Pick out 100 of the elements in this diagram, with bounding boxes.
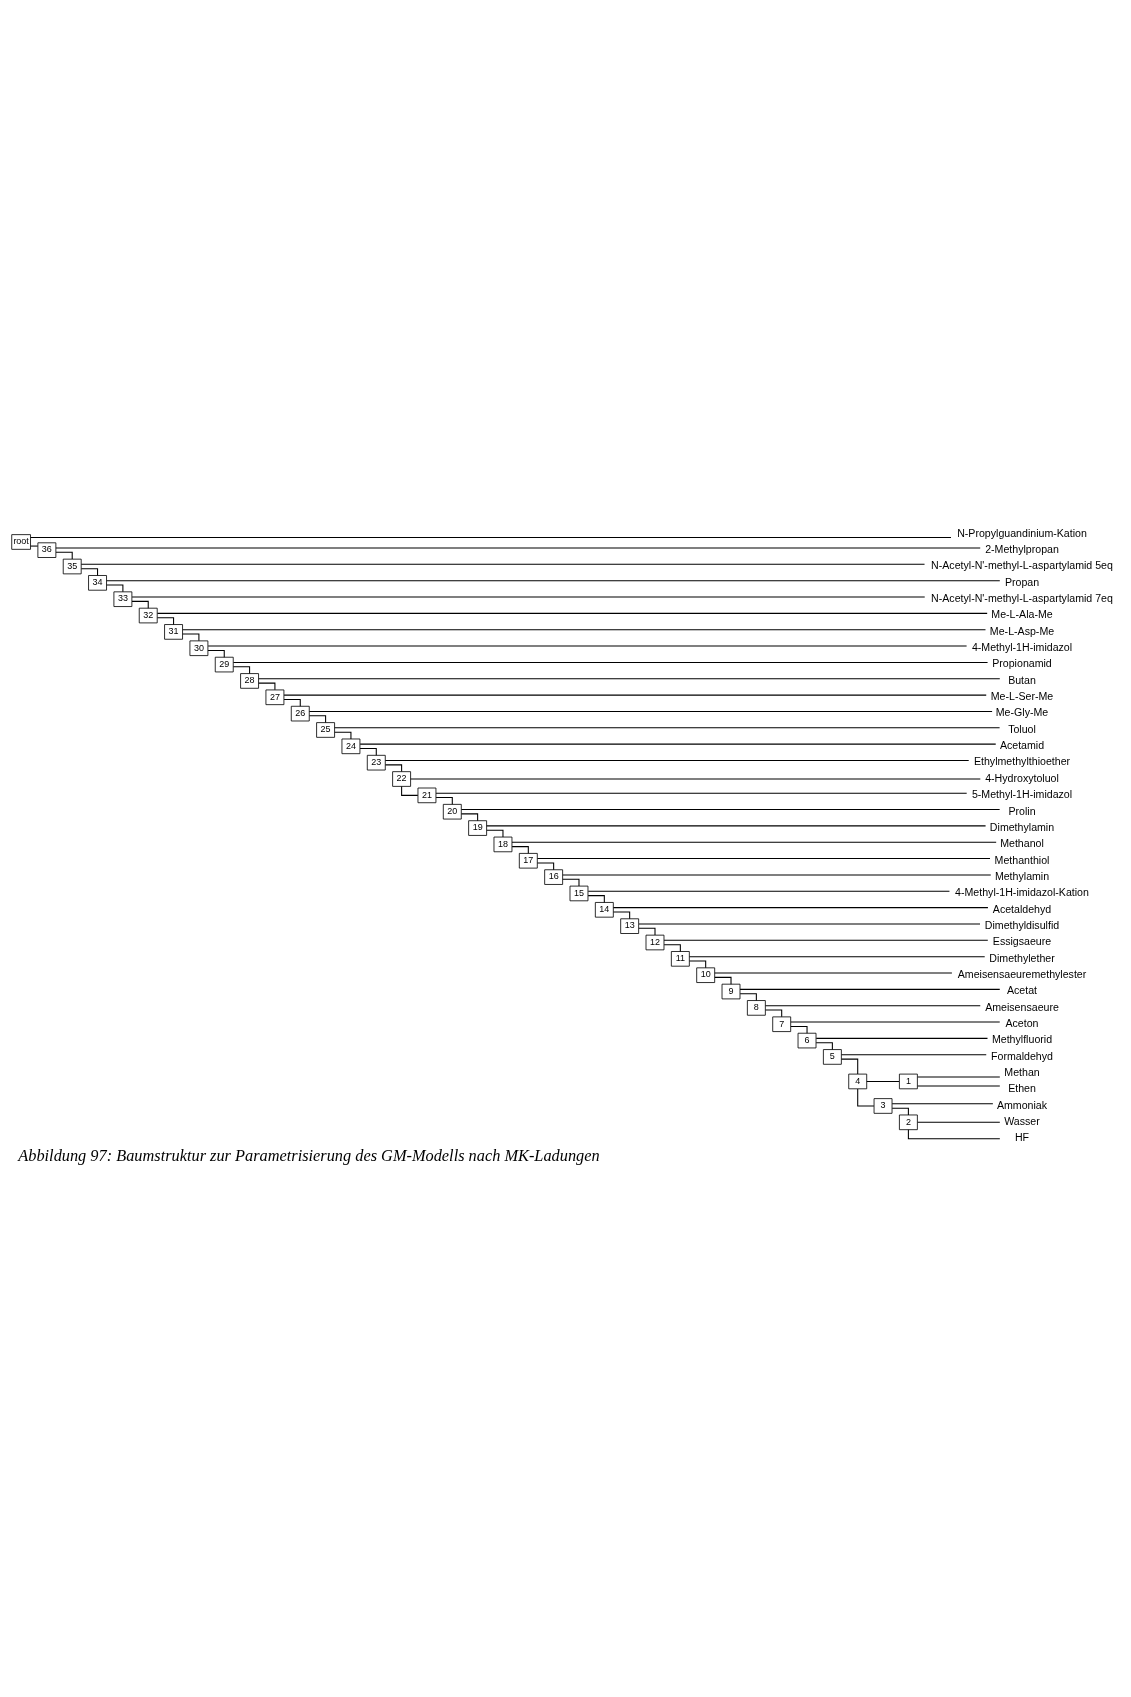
node-box: 3: [873, 1098, 893, 1114]
connector: [537, 858, 991, 860]
connector: [156, 617, 175, 625]
connector: [131, 600, 149, 609]
node-box: root: [11, 534, 31, 550]
connector: [435, 797, 453, 805]
connector: [359, 748, 377, 756]
node-text: Essigsaeure: [992, 935, 1052, 948]
connector: [917, 1076, 1001, 1078]
connector: [384, 759, 970, 761]
connector: [536, 862, 555, 871]
connector: [587, 890, 950, 892]
node-text: Propan: [1004, 575, 1040, 588]
node-box: 2: [899, 1114, 918, 1131]
node-text: Acetat: [1006, 984, 1038, 997]
node-text: Me-L-Ser-Me: [990, 690, 1054, 703]
connector: [714, 972, 953, 974]
node-box: 25: [316, 722, 335, 738]
node-text: 5-Methyl-1H-imidazol: [971, 788, 1073, 801]
node-box: 36: [37, 542, 57, 558]
node-text: Dimethyldisulfid: [984, 918, 1060, 931]
connector: [688, 956, 986, 958]
connector: [308, 710, 993, 712]
connector: [612, 907, 989, 909]
connector: [80, 568, 99, 576]
node-text: Ethen: [1008, 1082, 1036, 1095]
node-text: Prolin: [1008, 804, 1036, 817]
node-text: Methylfluorid: [991, 1033, 1053, 1046]
connector: [258, 682, 276, 691]
node-box: 18: [493, 836, 513, 853]
connector: [207, 649, 225, 658]
node-text: N-Propylguandinium-Kation: [957, 526, 1087, 539]
node-text: Aceton: [1005, 1017, 1039, 1030]
node-text: Acetaldehyd: [992, 902, 1052, 915]
node-box: 5: [822, 1049, 842, 1065]
node-text: Methylamin: [994, 869, 1050, 882]
node-box: 29: [214, 656, 234, 673]
connector: [638, 923, 981, 925]
node-box: 14: [594, 902, 614, 918]
connector: [359, 743, 997, 745]
connector: [334, 731, 352, 740]
connector: [486, 825, 987, 827]
node-text: 4-Hydroxytoluol: [985, 771, 1059, 784]
node-box: 13: [620, 918, 640, 934]
connector: [714, 976, 732, 985]
connector: [907, 1129, 1001, 1140]
node-text: Acetamid: [999, 739, 1045, 752]
node-text: N-Acetyl-N'-methyl-L-aspartylamid 7eq: [931, 591, 1113, 604]
node-box: 1: [899, 1073, 918, 1090]
node-box: 9: [721, 983, 741, 1000]
connector: [688, 960, 707, 969]
node-box: 24: [341, 738, 361, 755]
connector: [764, 1005, 981, 1007]
connector: [917, 1121, 1001, 1123]
connector: [790, 1025, 808, 1034]
node-text: Me-Gly-Me: [995, 706, 1049, 719]
node-text: Toluol: [1008, 722, 1036, 735]
connector: [232, 661, 989, 663]
connector: [283, 694, 987, 696]
connector: [308, 715, 327, 724]
node-box: 31: [164, 624, 183, 640]
node-box: 17: [518, 853, 538, 869]
connector: [486, 829, 504, 838]
connector: [511, 841, 997, 843]
node-text: 4-Methyl-1H-imidazol-Kation: [955, 886, 1089, 899]
connector: [841, 1054, 987, 1056]
node-text: Ammoniak: [996, 1098, 1048, 1111]
node-text: Propionamid: [992, 657, 1052, 670]
node-text: Ameisensaeuremethylester: [957, 967, 1087, 980]
connector: [562, 874, 992, 876]
caption: Abbildung 97: Baumstruktur zur Parametrisierung des GM-Modells nach MK-Ladungen: [18, 1145, 600, 1165]
node-text: Methanol: [1000, 837, 1044, 850]
node-box: 34: [88, 575, 107, 591]
connector: [106, 584, 124, 593]
node-box: 16: [544, 869, 564, 885]
node-box: 8: [746, 1000, 766, 1016]
node-text: 2-Methylpropan: [985, 542, 1059, 555]
connector: [283, 698, 301, 707]
connector: [55, 551, 73, 560]
connector: [857, 1088, 875, 1107]
connector: [815, 1037, 989, 1039]
node-box: 20: [442, 803, 462, 820]
node-box: 33: [113, 591, 133, 607]
connector: [739, 993, 757, 1001]
connector: [401, 785, 419, 796]
node-text: Ameisensaeure: [985, 1000, 1059, 1013]
node-box: 11: [670, 951, 690, 967]
connector: [866, 1080, 900, 1082]
connector: [917, 1085, 1001, 1087]
connector: [562, 878, 580, 887]
node-box: 6: [797, 1032, 817, 1049]
node-box: 10: [696, 967, 716, 983]
node-text: 4-Methyl-1H-imidazol: [971, 641, 1073, 654]
node-text: Wasser: [1004, 1115, 1040, 1128]
connector: [334, 727, 1001, 729]
node-box: 19: [468, 820, 488, 836]
connector: [891, 1107, 909, 1116]
connector: [790, 1021, 1001, 1023]
connector: [156, 612, 988, 614]
node-box: 21: [417, 787, 437, 804]
